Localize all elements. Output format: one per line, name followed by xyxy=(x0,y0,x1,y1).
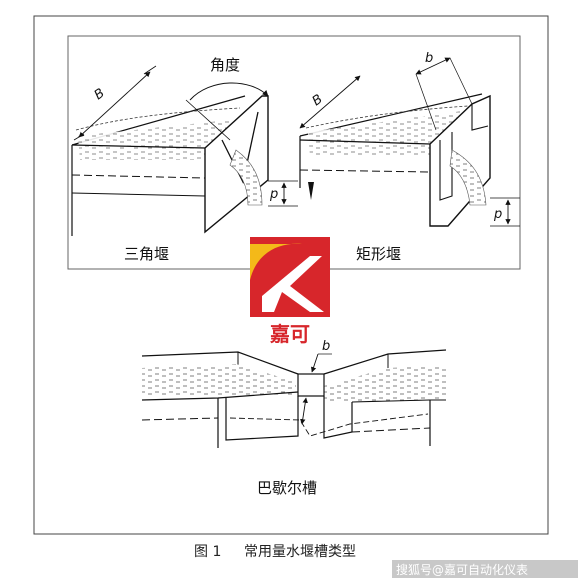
parshall-flume-label: 巴歇尔槽 xyxy=(257,479,317,497)
logo-sun xyxy=(250,243,302,280)
rectangular-p-label: p xyxy=(493,207,502,222)
logo-text: 嘉可 xyxy=(269,322,310,346)
watermark-backdrop xyxy=(392,560,578,578)
rectangular-weir-label: 矩形堰 xyxy=(356,245,401,263)
triangular-p-label: p xyxy=(269,187,278,202)
figure-title: 常用量水堰槽类型 xyxy=(244,544,356,560)
parshall-flume-drawing xyxy=(141,349,447,448)
jiake-logo: 嘉可 xyxy=(250,237,330,346)
figure-frame xyxy=(33,15,549,535)
triangular-weir-label: 三角堰 xyxy=(124,245,169,263)
angle-label: 角度 xyxy=(210,56,240,74)
rectangular-b-label: b xyxy=(425,51,433,66)
rectangular-weir-drawing xyxy=(299,57,520,227)
triangular-B-label: B xyxy=(92,86,108,103)
logo-text-backdrop xyxy=(254,320,326,346)
logo-k-mark xyxy=(262,256,324,312)
figure-number: 图 1 xyxy=(194,544,221,560)
triangular-weir-drawing xyxy=(71,65,298,236)
parshall-b-label: b xyxy=(322,339,330,354)
watermark-text: 搜狐号@嘉可自动化仪表 xyxy=(396,562,528,577)
rectangular-B-label: B xyxy=(310,92,326,109)
